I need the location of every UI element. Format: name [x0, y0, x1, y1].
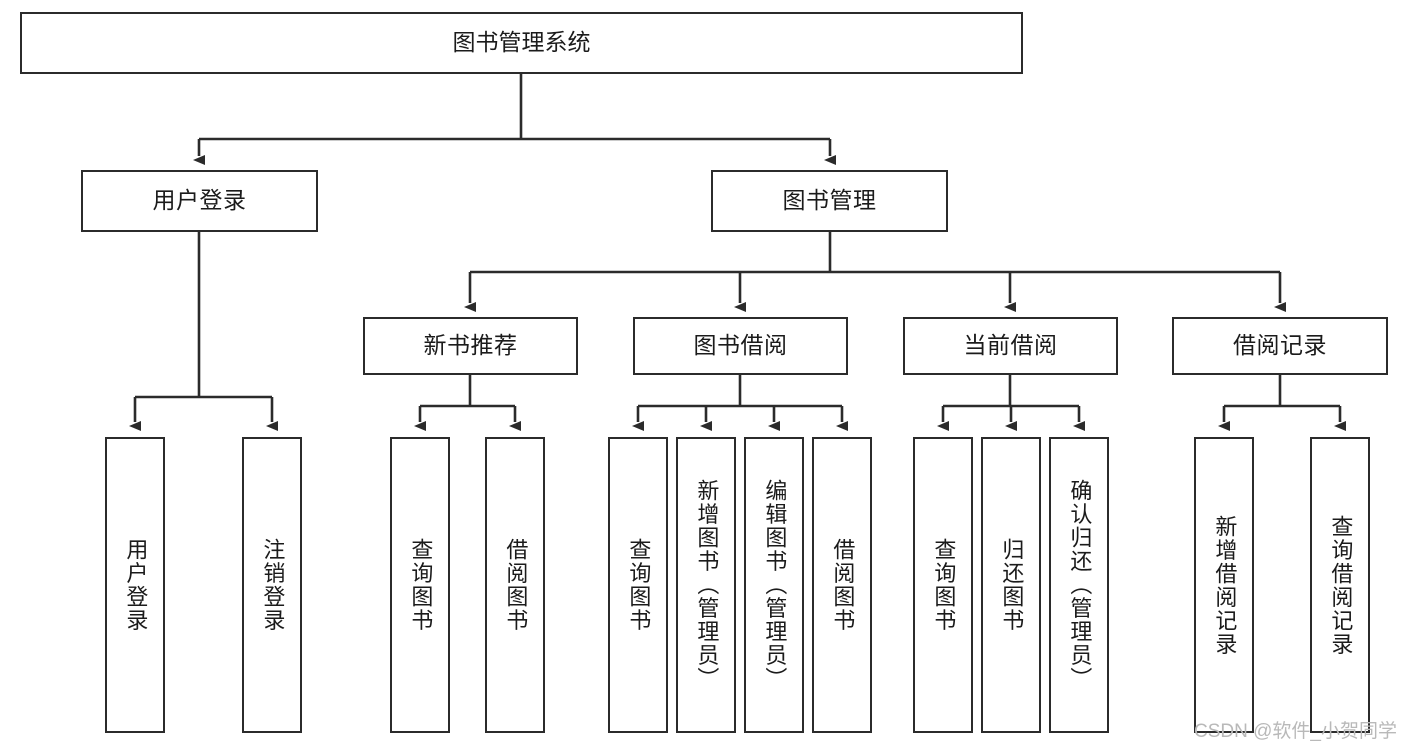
node-leaf-edit-book-admin[interactable]: 编辑图书（管理员）	[744, 437, 804, 733]
node-user-login[interactable]: 用户登录	[81, 170, 318, 232]
node-leaf-query-borrow-record[interactable]: 查询借阅记录	[1310, 437, 1370, 733]
node-new-book-recommend[interactable]: 新书推荐	[363, 317, 578, 375]
node-leaf-return-book[interactable]: 归还图书	[981, 437, 1041, 733]
node-leaf-add-borrow-record-label: 新增借阅记录	[1212, 514, 1238, 656]
node-leaf-current-query-book-label: 查询图书	[931, 538, 957, 632]
node-leaf-recommend-borrow-book[interactable]: 借阅图书	[485, 437, 545, 733]
node-root-system[interactable]: 图书管理系统	[20, 12, 1023, 74]
node-borrow-record-label: 借阅记录	[1233, 332, 1327, 359]
node-leaf-add-book-admin[interactable]: 新增图书（管理员）	[676, 437, 736, 733]
node-leaf-user-login[interactable]: 用户登录	[105, 437, 165, 733]
node-leaf-borrow-book[interactable]: 借阅图书	[812, 437, 872, 733]
node-leaf-return-book-label: 归还图书	[999, 538, 1025, 632]
node-leaf-logout-label: 注销登录	[260, 538, 286, 632]
node-leaf-confirm-return-admin[interactable]: 确认归还（管理员）	[1049, 437, 1109, 733]
node-current-borrow[interactable]: 当前借阅	[903, 317, 1118, 375]
node-leaf-borrow-query-book[interactable]: 查询图书	[608, 437, 668, 733]
node-leaf-recommend-query-book[interactable]: 查询图书	[390, 437, 450, 733]
node-leaf-recommend-query-book-label: 查询图书	[408, 538, 434, 632]
node-root-system-label: 图书管理系统	[452, 29, 591, 56]
node-leaf-add-book-admin-label: 新增图书（管理员）	[694, 479, 720, 691]
node-leaf-logout[interactable]: 注销登录	[242, 437, 302, 733]
node-new-book-recommend-label: 新书推荐	[423, 332, 518, 359]
node-book-borrow[interactable]: 图书借阅	[633, 317, 848, 375]
node-leaf-recommend-borrow-book-label: 借阅图书	[503, 538, 529, 632]
node-book-management[interactable]: 图书管理	[711, 170, 948, 232]
watermark: CSDN @软件_小贺同学	[1194, 721, 1397, 742]
node-user-login-label: 用户登录	[152, 187, 247, 214]
node-current-borrow-label: 当前借阅	[963, 332, 1058, 359]
node-book-management-label: 图书管理	[782, 187, 877, 214]
node-borrow-record[interactable]: 借阅记录	[1172, 317, 1388, 375]
node-book-borrow-label: 图书借阅	[693, 332, 788, 359]
node-leaf-borrow-book-label: 借阅图书	[830, 538, 856, 632]
node-leaf-borrow-query-book-label: 查询图书	[626, 538, 652, 632]
node-leaf-edit-book-admin-label: 编辑图书（管理员）	[762, 479, 788, 691]
node-leaf-query-borrow-record-label: 查询借阅记录	[1328, 514, 1354, 656]
node-leaf-confirm-return-admin-label: 确认归还（管理员）	[1067, 479, 1093, 691]
node-leaf-user-login-label: 用户登录	[123, 538, 149, 632]
node-leaf-add-borrow-record[interactable]: 新增借阅记录	[1194, 437, 1254, 733]
node-leaf-current-query-book[interactable]: 查询图书	[913, 437, 973, 733]
